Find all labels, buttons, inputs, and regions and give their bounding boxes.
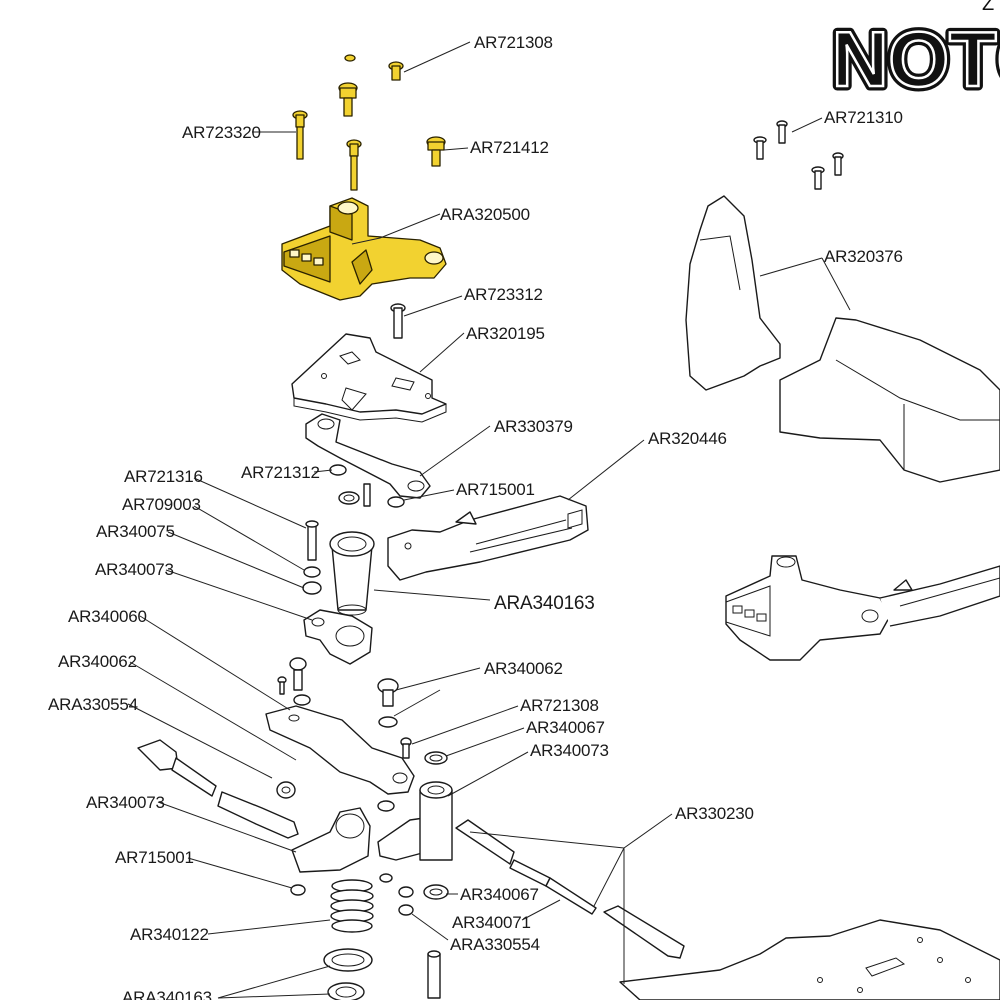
label-ar721316: AR721316 <box>124 467 203 486</box>
label-ar320195: AR320195 <box>466 324 545 343</box>
label-ar721308-mid: AR721308 <box>520 696 599 715</box>
label-ar715001-top: AR715001 <box>456 480 535 499</box>
screw-center-upper <box>338 82 358 117</box>
highlighted-parts-group <box>281 54 447 301</box>
bulkhead-ara320500 <box>281 197 447 301</box>
lower-steering-arm-left <box>291 807 371 873</box>
label-ar330379: AR330379 <box>494 417 573 436</box>
tiny-grub-screw <box>344 54 356 62</box>
label-ar340122: AR340122 <box>130 925 209 944</box>
screw-ar723320 <box>292 110 308 160</box>
hardware-cluster-lower <box>290 873 449 916</box>
pivot-stack-left <box>302 520 322 595</box>
label-ar721310: AR721310 <box>824 108 903 127</box>
assembled-bulkhead-right <box>725 555 1000 661</box>
label-ar721308-top: AR721308 <box>474 33 553 52</box>
leader-lines <box>127 41 851 999</box>
drag-link-ara330554 <box>265 705 415 795</box>
ball-stud-right <box>377 678 448 765</box>
label-ara340163-bottom: ARA340163 <box>122 988 212 1000</box>
label-ar340067-lower: AR340067 <box>460 885 539 904</box>
label-ar721312: AR721312 <box>241 463 320 482</box>
line-art-parts <box>137 120 1000 1002</box>
spring-ar340122 <box>330 879 374 933</box>
ball-stud-left <box>277 657 311 706</box>
label-ar340060: AR340060 <box>68 607 147 626</box>
label-ar330230: AR330230 <box>675 804 754 823</box>
lower-steering-arm-right <box>377 800 427 861</box>
turnbuckle-left <box>137 739 299 839</box>
label-ar340071: AR340071 <box>452 913 531 932</box>
label-ar340075: AR340075 <box>96 522 175 541</box>
corner-fragment: Z <box>982 0 994 15</box>
part-labels: AR721308 AR723320 AR721412 ARA320500 AR7… <box>48 33 903 1005</box>
label-ar340073-lower: AR340073 <box>86 793 165 812</box>
label-ar340073-right: AR340073 <box>530 741 609 760</box>
brand-logo: NOTC NOTC Z <box>828 0 1000 108</box>
label-ar721412: AR721412 <box>470 138 549 157</box>
brand-logo-text: NOTC <box>832 15 1000 103</box>
label-ar723320: AR723320 <box>182 123 261 142</box>
label-ara320500: ARA320500 <box>440 205 530 224</box>
label-ara340163-mid: ARA340163 <box>494 593 595 614</box>
label-ar320376: AR320376 <box>824 247 903 266</box>
label-ara330554-left: ARA330554 <box>48 695 138 714</box>
label-ar340067-top: AR340067 <box>526 718 605 737</box>
guard-ar320376 <box>685 195 1000 483</box>
label-ar715001-lower: AR715001 <box>115 848 194 867</box>
brace-ar320446 <box>387 495 589 581</box>
post-ar340073 <box>419 781 453 861</box>
plate-ar320195 <box>291 333 447 423</box>
bushing-ara340163 <box>329 531 375 616</box>
screw-ar723312 <box>390 303 406 339</box>
screw-ar721308-top <box>388 61 404 81</box>
chassis-plate <box>619 919 1000 1001</box>
label-ara330554-lower: ARA330554 <box>450 935 540 954</box>
steering-crank-ar340060 <box>303 609 373 665</box>
label-ar320446: AR320446 <box>648 429 727 448</box>
screw-ar721412 <box>426 136 446 167</box>
label-ar340073-left: AR340073 <box>95 560 174 579</box>
arm-ar330379 <box>305 413 431 499</box>
brand-logo-outline: NOTC <box>832 15 1000 103</box>
label-ar709003: AR709003 <box>122 495 201 514</box>
screws-ar721310 <box>753 120 844 190</box>
hardware-cluster-upper <box>329 464 405 508</box>
label-ar340062-left: AR340062 <box>58 652 137 671</box>
screw-center-long <box>346 139 362 191</box>
label-ar723312: AR723312 <box>464 285 543 304</box>
washers-bottom <box>323 948 441 1002</box>
label-ar340062-right: AR340062 <box>484 659 563 678</box>
